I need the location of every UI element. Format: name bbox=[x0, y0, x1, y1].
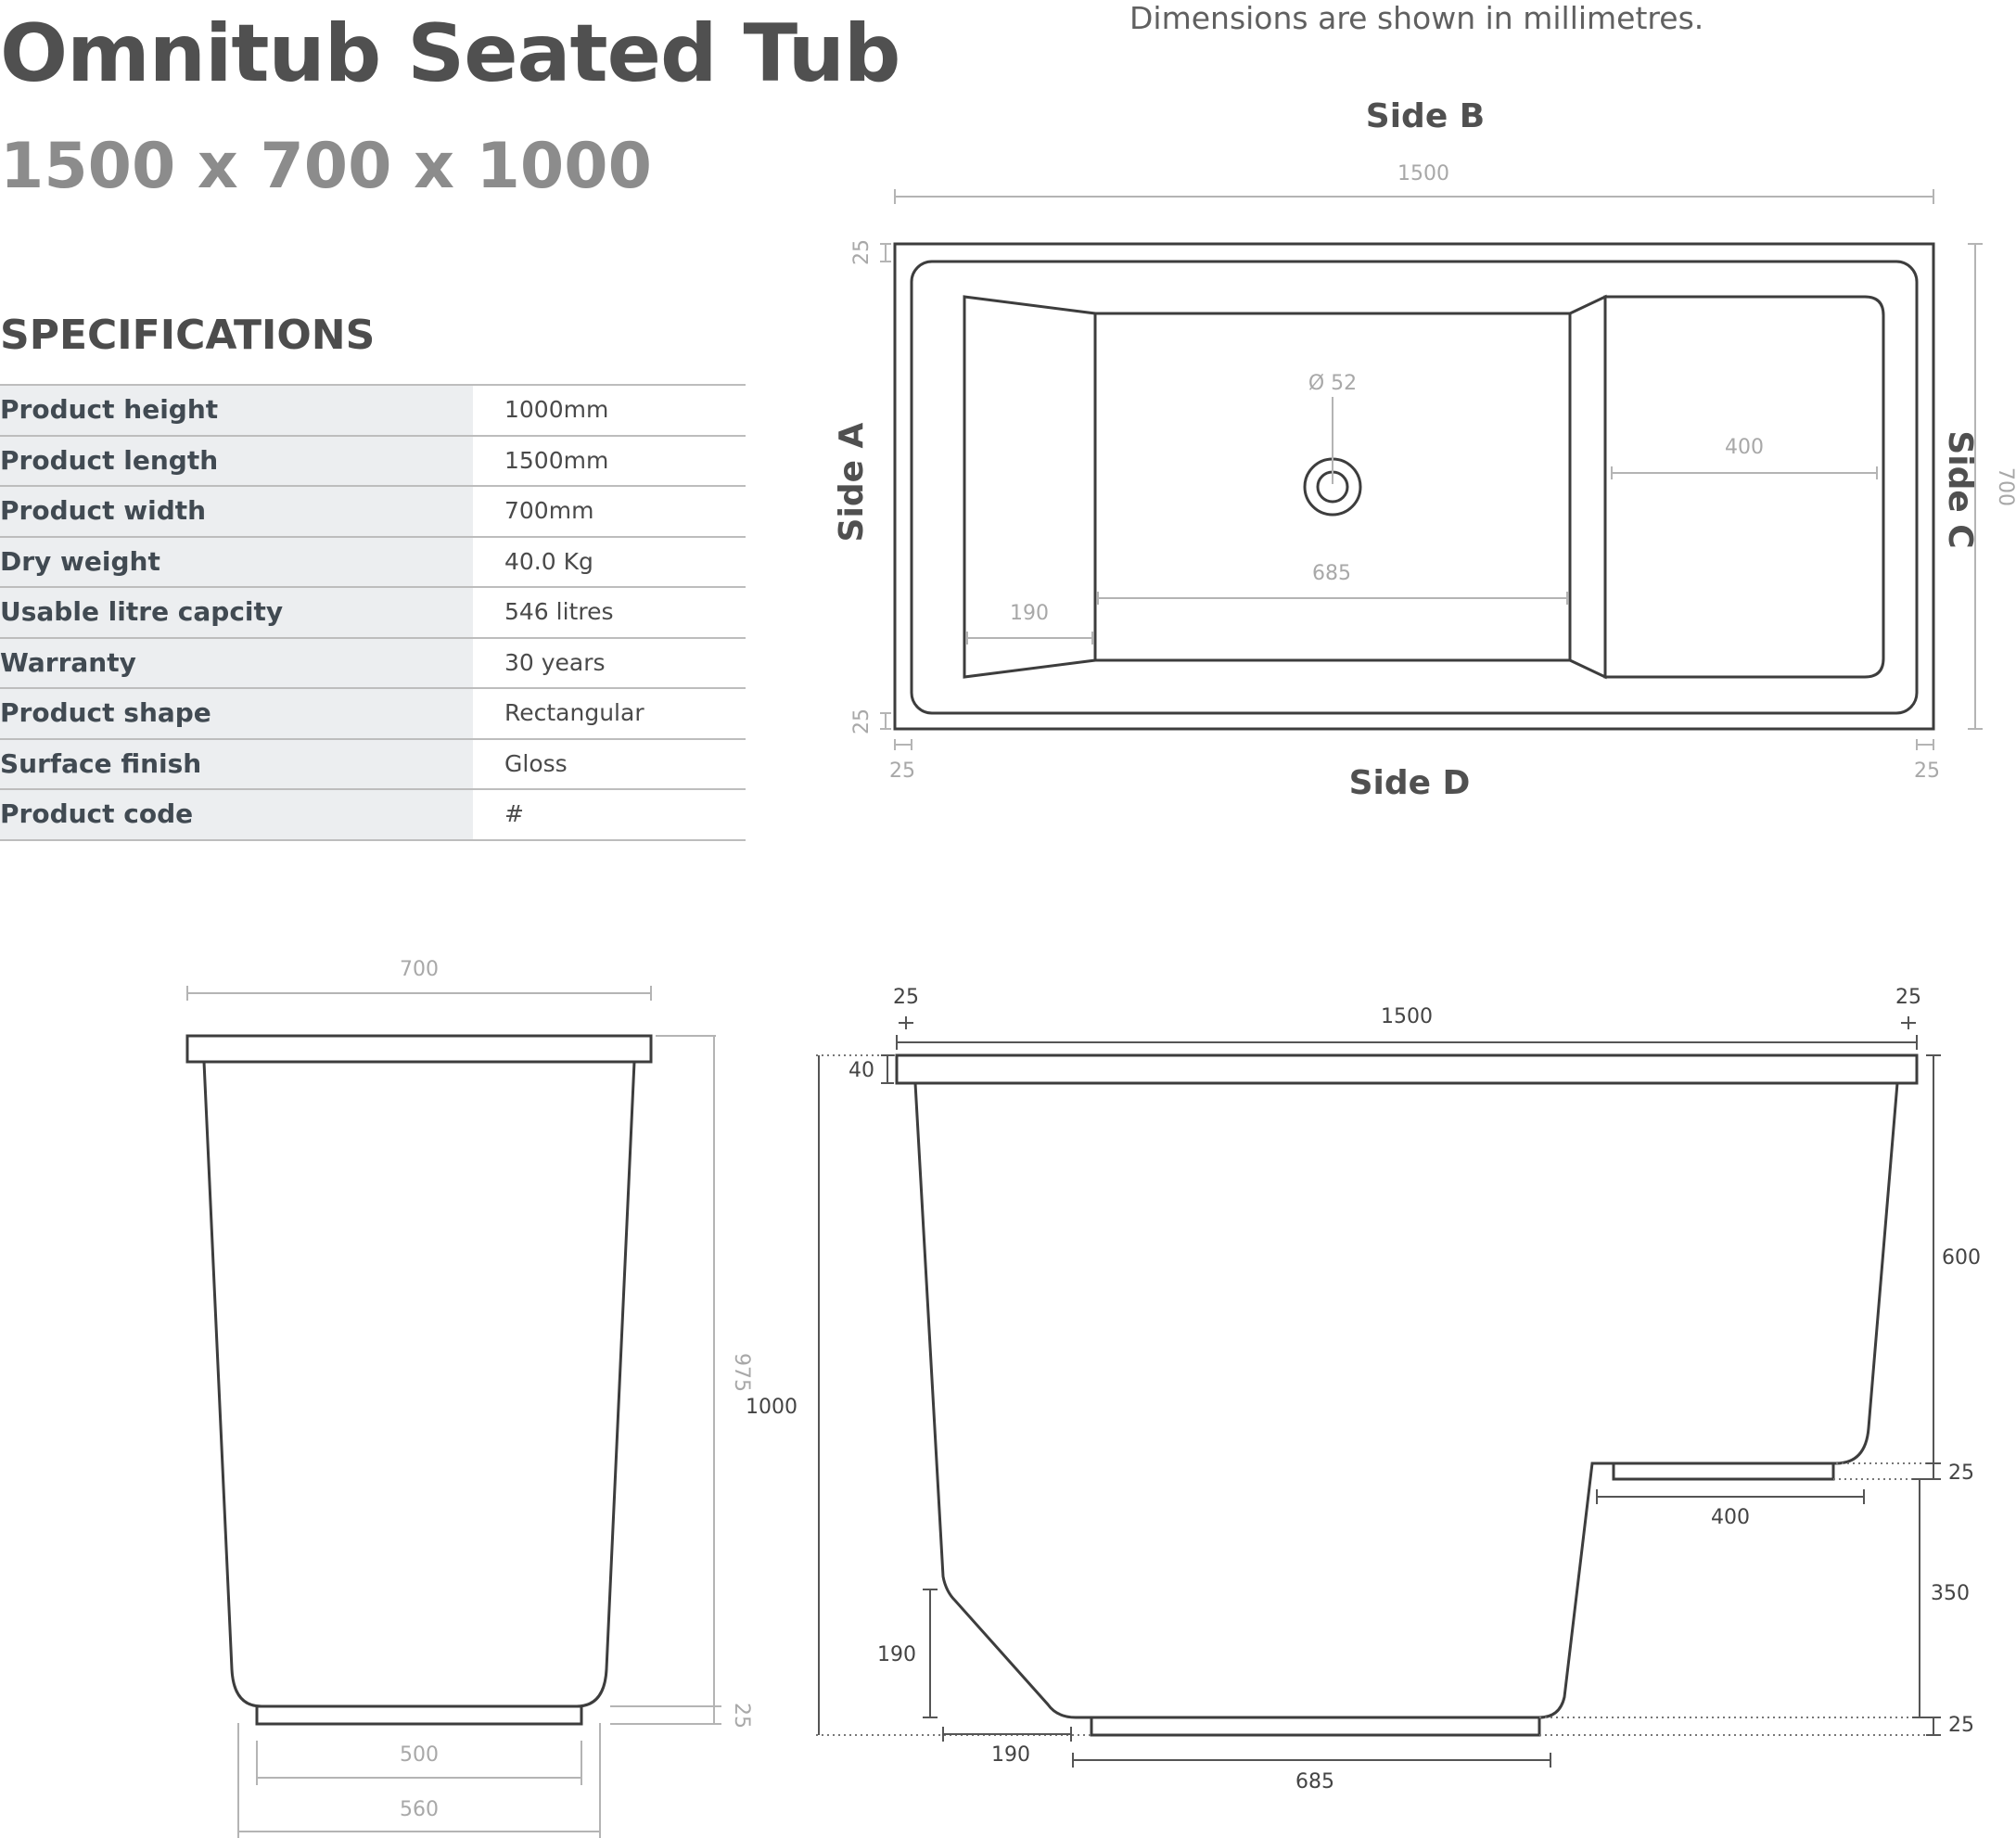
upper-dimension: 600 bbox=[1942, 1246, 1981, 1270]
spec-label: Product shape bbox=[0, 689, 473, 738]
page-title: Omnitub Seated Tub bbox=[0, 7, 900, 100]
spec-label: Dry weight bbox=[0, 537, 473, 586]
side-rim-right-dimension: 25 bbox=[1895, 986, 1921, 1009]
side-b-label: Side B bbox=[1366, 97, 1485, 135]
spec-value: 1500mm bbox=[504, 446, 609, 474]
width-dimension: 700 bbox=[1994, 467, 2016, 506]
specifications-table: Product height 1000mm Product length 1500m… bbox=[0, 384, 746, 841]
spec-label: Product length bbox=[0, 436, 473, 485]
rim-left-dimension: 25 bbox=[889, 759, 915, 783]
slope-length-dimension: 190 bbox=[991, 1743, 1030, 1767]
seat-height-dimension: 350 bbox=[1931, 1582, 1970, 1605]
plan-view: Side B Side D Side A Side C 1500 bbox=[833, 97, 2016, 802]
drain-dimension: Ø 52 bbox=[1308, 372, 1357, 395]
slope-height-dimension: 190 bbox=[877, 1643, 916, 1666]
spec-value: # bbox=[504, 800, 524, 827]
floor-base bbox=[1090, 1716, 1541, 1737]
end-base bbox=[255, 1704, 583, 1726]
seat-depth-dimension: 400 bbox=[1711, 1506, 1750, 1529]
spec-value: Rectangular bbox=[504, 699, 644, 726]
base-thickness-dimension: 25 bbox=[1948, 1714, 1974, 1737]
base-outer-dimension: 560 bbox=[400, 1798, 439, 1821]
side-rim bbox=[895, 1053, 1919, 1085]
spec-value: 546 litres bbox=[504, 598, 614, 625]
spec-row: Product width 700mm bbox=[0, 487, 746, 538]
side-length-dimension: 1500 bbox=[1381, 1005, 1433, 1028]
spec-value: 1000mm bbox=[504, 396, 609, 423]
seat-base bbox=[1612, 1461, 1835, 1481]
base-width-dimension: 500 bbox=[400, 1743, 439, 1767]
rim-top-dimension: 25 bbox=[850, 239, 874, 265]
spec-value: 30 years bbox=[504, 648, 606, 676]
floor-length-dimension: 685 bbox=[1295, 1770, 1334, 1793]
spec-label: Product height bbox=[0, 386, 473, 435]
end-width-dimension: 700 bbox=[400, 958, 439, 981]
spec-row: Warranty 30 years bbox=[0, 638, 746, 689]
seat-transition bbox=[1568, 294, 1607, 680]
spec-row: Product code # bbox=[0, 790, 746, 841]
units-note: Dimensions are shown in millimetres. bbox=[1129, 0, 1704, 36]
spec-row: Product height 1000mm bbox=[0, 386, 746, 437]
side-c-label: Side C bbox=[1941, 430, 1979, 548]
end-view: 700 975 25 500 560 bbox=[185, 958, 753, 1838]
page-subtitle: 1500 x 700 x 1000 bbox=[0, 130, 652, 203]
spec-row: Usable litre capcity 546 litres bbox=[0, 588, 746, 639]
tub-outer-rim bbox=[893, 242, 1935, 731]
side-view: 25 25 1500 bbox=[746, 986, 1981, 1793]
end-height-dimension: 975 bbox=[730, 1353, 753, 1392]
spec-label: Product code bbox=[0, 790, 473, 839]
seat-thickness-dimension: 25 bbox=[1948, 1461, 1974, 1485]
spec-row: Surface finish Gloss bbox=[0, 739, 746, 790]
spec-value: 700mm bbox=[504, 497, 594, 524]
seat bbox=[1603, 295, 1885, 679]
length-dimension: 1500 bbox=[1397, 162, 1449, 185]
spec-label: Product width bbox=[0, 487, 473, 536]
total-height-dimension: 1000 bbox=[746, 1396, 797, 1419]
spec-row: Dry weight 40.0 Kg bbox=[0, 537, 746, 588]
side-body bbox=[913, 1082, 1899, 1719]
tub-floor bbox=[1093, 312, 1572, 662]
end-base-dimension: 25 bbox=[730, 1703, 753, 1729]
floor-dimension: 685 bbox=[1312, 562, 1351, 585]
rim-right-dimension: 25 bbox=[1914, 759, 1940, 783]
tub-inner-rim bbox=[910, 260, 1919, 715]
side-a-label: Side A bbox=[833, 422, 871, 542]
end-rim bbox=[185, 1034, 653, 1064]
side-rim-left-dimension: 25 bbox=[893, 986, 919, 1009]
specifications-heading: SPECIFICATIONS bbox=[0, 312, 376, 359]
spec-value: 40.0 Kg bbox=[504, 547, 593, 575]
end-body bbox=[202, 1061, 636, 1708]
spec-row: Product shape Rectangular bbox=[0, 689, 746, 740]
footwell-dimension: 190 bbox=[1010, 602, 1049, 625]
side-d-label: Side D bbox=[1349, 764, 1471, 802]
rim-height-dimension: 40 bbox=[849, 1059, 874, 1082]
rim-bottom-dimension: 25 bbox=[850, 708, 874, 734]
spec-value: Gloss bbox=[504, 749, 568, 777]
seat-dimension: 400 bbox=[1725, 436, 1764, 459]
spec-row: Product length 1500mm bbox=[0, 436, 746, 487]
spec-label: Warranty bbox=[0, 638, 473, 687]
spec-label: Surface finish bbox=[0, 739, 473, 788]
spec-label: Usable litre capcity bbox=[0, 588, 473, 637]
